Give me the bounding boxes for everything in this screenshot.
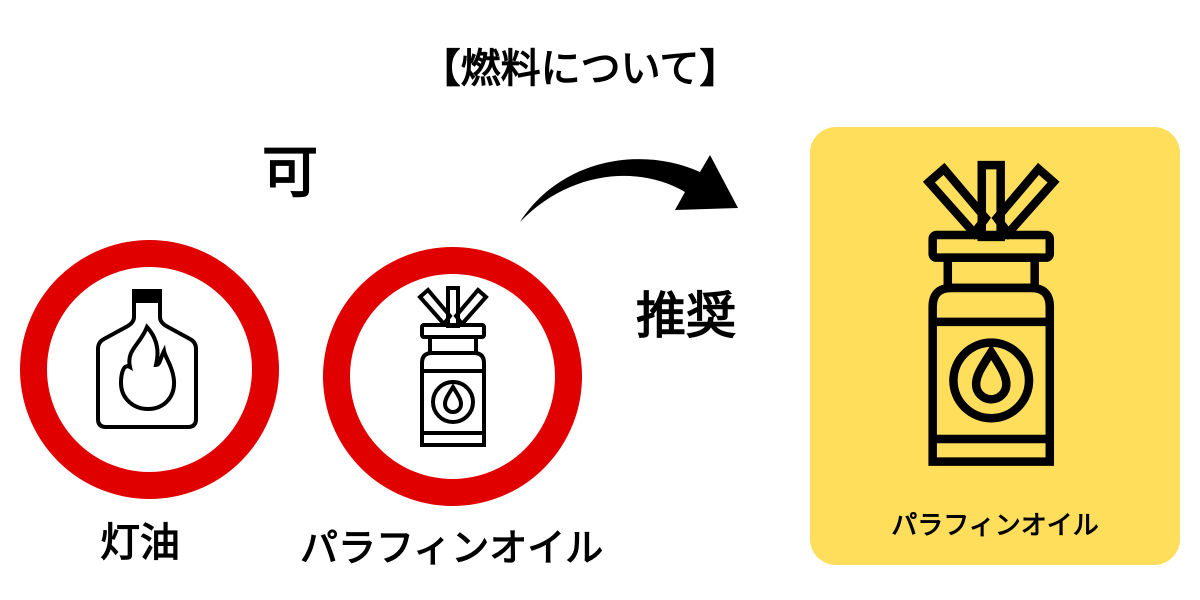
- option-label-paraffin: パラフィンオイル: [300, 526, 604, 570]
- recommended-card: パラフィンオイル: [810, 127, 1180, 565]
- option-label-kerosene: 灯油: [100, 520, 180, 566]
- allowed-label: 可: [262, 141, 318, 206]
- paraffin-oil-bottle-icon: [417, 286, 489, 447]
- page-title: 【燃料について】: [420, 46, 740, 92]
- arrow-icon: [520, 155, 738, 222]
- recommended-label: 推奨: [636, 287, 736, 345]
- kerosene-bottle-flame-icon: [96, 289, 198, 429]
- paraffin-oil-bottle-icon: [922, 160, 1060, 466]
- recommended-option-label: パラフィンオイル: [891, 511, 1099, 541]
